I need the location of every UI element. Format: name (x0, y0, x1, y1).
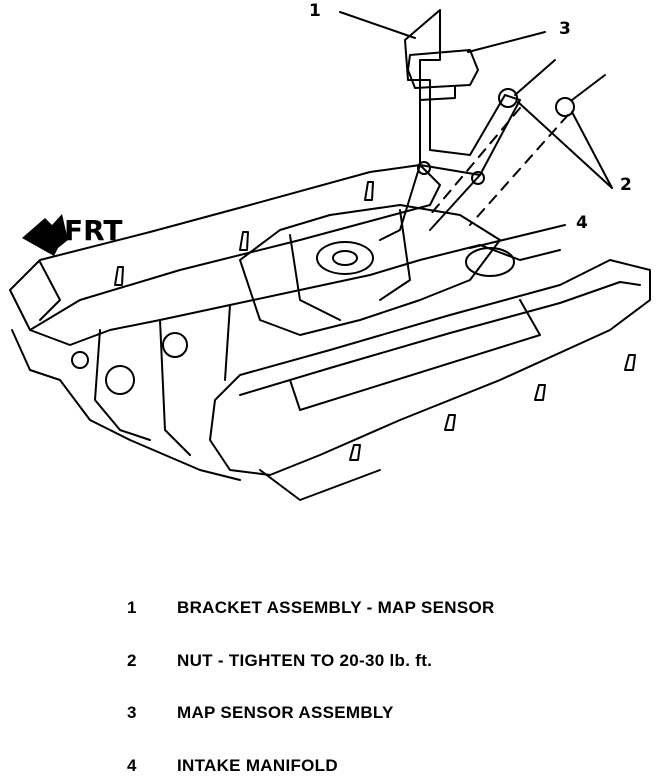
nut-2 (555, 97, 575, 117)
leader-2a (517, 101, 613, 189)
legend-number: 2 (127, 651, 137, 670)
leader-3 (467, 31, 546, 53)
leader-4 (469, 224, 566, 249)
left-cover-edge (11, 329, 61, 381)
callout-2: 2 (620, 175, 632, 195)
intake-port-right (465, 247, 515, 277)
bracket-assembly (404, 9, 521, 176)
legend-item: 2 NUT - TIGHTEN TO 20-30 lb. ft. (0, 651, 672, 675)
leader-1 (339, 11, 416, 39)
legend-item: 1 BRACKET ASSEMBLY - MAP SENSOR (0, 598, 672, 622)
frt-label: FRT (64, 214, 123, 247)
callout-3: 3 (559, 19, 571, 39)
engine-diagram: FRT 1 2 3 4 (9, 1, 651, 501)
legend-number: 3 (127, 703, 137, 722)
legend-item: 4 INTAKE MANIFOLD (0, 756, 672, 780)
legend-text: BRACKET ASSEMBLY - MAP SENSOR (177, 598, 495, 617)
legend-number: 1 (127, 598, 137, 617)
left-valve-cover (9, 164, 441, 331)
leader-2-dash (429, 107, 521, 216)
intake-port (316, 241, 374, 275)
callout-4: 4 (576, 213, 588, 233)
frt-arrow-icon (22, 214, 68, 256)
intake-manifold-outline (239, 204, 501, 336)
legend-text: INTAKE MANIFOLD (177, 756, 338, 775)
legend-item: 3 MAP SENSOR ASSEMBLY (0, 703, 672, 727)
map-sensor (407, 49, 479, 89)
callout-1: 1 (309, 1, 321, 21)
legend-number: 4 (127, 756, 137, 775)
legend-text: NUT - TIGHTEN TO 20-30 lb. ft. (177, 651, 433, 670)
engine-block (29, 244, 561, 346)
leader-2b (571, 111, 613, 189)
right-valve-cover (209, 259, 651, 476)
legend-text: MAP SENSOR ASSEMBLY (177, 703, 394, 722)
nut-1 (498, 88, 518, 108)
